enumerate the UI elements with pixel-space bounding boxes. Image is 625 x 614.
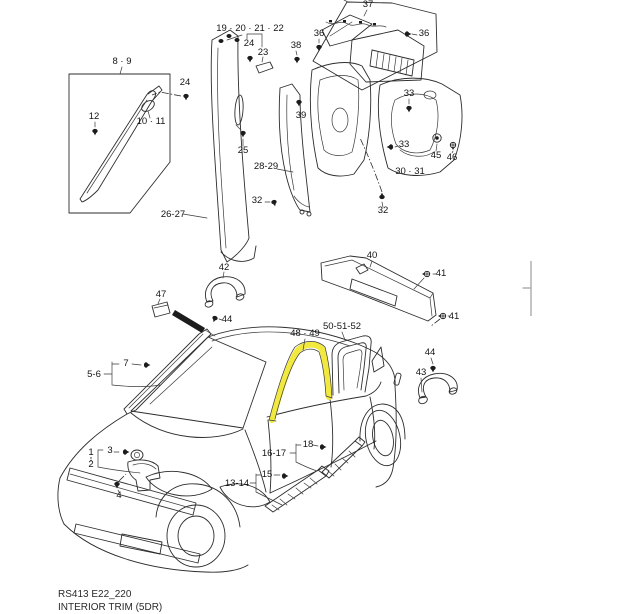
callout-8-9[interactable]: 8 · 9 — [112, 56, 131, 67]
callout-19-20-21-22[interactable]: 19 · 20 · 21 · 22 — [216, 23, 284, 34]
callout-38[interactable]: 38 — [291, 40, 302, 51]
drawing-code: RS413 E22_220 — [58, 589, 132, 600]
callout-26-27[interactable]: 26-27 — [161, 209, 185, 220]
callout-43[interactable]: 43 — [416, 367, 427, 378]
callout-40[interactable]: 40 — [367, 250, 378, 261]
clip-icon — [386, 144, 394, 150]
grab-handle-42 — [172, 271, 246, 337]
callout-36a[interactable]: 36 — [314, 28, 325, 39]
callout-16-17[interactable]: 16-17 — [262, 448, 286, 459]
callout-42[interactable]: 42 — [219, 262, 230, 273]
bpillar-upper-trim — [182, 29, 274, 263]
callout-12[interactable]: 12 — [89, 111, 100, 122]
bracket-13-14 — [249, 473, 289, 506]
screw-icon — [437, 312, 447, 320]
callout-15[interactable]: 15 — [262, 469, 273, 480]
callout-33b[interactable]: 33 — [399, 139, 410, 150]
callout-13-14[interactable]: 13-14 — [225, 478, 249, 489]
footer: RS413 E22_220 INTERIOR TRIM (5DR) — [58, 589, 162, 613]
front-sill-scuff — [264, 465, 330, 513]
cargo-trim-box — [312, 0, 438, 91]
callout-2[interactable]: 2 — [88, 459, 93, 470]
bpillar-lower-trim — [264, 50, 312, 217]
callout-32b[interactable]: 32 — [378, 205, 389, 216]
callout-41b[interactable]: 41 — [449, 311, 460, 322]
clip-icon — [379, 192, 385, 200]
scrollbar-marker[interactable] — [522, 261, 532, 316]
left-quarter-trim — [309, 62, 385, 208]
callout-37[interactable]: 37 — [363, 0, 374, 10]
callout-44b[interactable]: 44 — [425, 347, 436, 358]
screw-icon — [449, 141, 457, 151]
clip-icon — [281, 473, 289, 479]
screw-icon — [421, 270, 431, 278]
rear-sill-trim — [320, 255, 451, 327]
callout-32a[interactable]: 32 — [252, 195, 263, 206]
callout-33a[interactable]: 33 — [404, 88, 415, 99]
callout-3[interactable]: 3 — [107, 445, 112, 456]
callout-39[interactable]: 39 — [296, 110, 307, 121]
callout-41a[interactable]: 41 — [436, 268, 447, 279]
highlighted-part-48-49[interactable] — [268, 338, 333, 423]
callout-18[interactable]: 18 — [303, 439, 314, 450]
grab-handle-43 — [418, 357, 458, 405]
clip-icon — [210, 315, 219, 324]
callout-45[interactable]: 45 — [431, 150, 442, 161]
drawing-title: INTERIOR TRIM (5DR) — [58, 602, 162, 613]
callout-48-49[interactable]: 48 · 49 — [290, 328, 320, 339]
clip-icon — [247, 55, 253, 63]
callout-10-11[interactable]: 10 · 11 — [137, 116, 166, 127]
callout-23[interactable]: 23 — [258, 47, 269, 58]
callout-labels: 8 · 9 12 10 · 11 24 19 · 20 · 21 · 22 24… — [87, 0, 459, 501]
part-47 — [151, 298, 171, 318]
callout-24b[interactable]: 24 — [244, 38, 255, 49]
callout-30-31[interactable]: 30 · 31 — [395, 166, 425, 177]
callout-7[interactable]: 7 — [123, 358, 128, 369]
callout-1[interactable]: 1 — [88, 447, 93, 458]
callout-46[interactable]: 46 — [447, 152, 458, 163]
clip-icon — [183, 93, 189, 101]
bracket-5-6 — [103, 361, 161, 387]
clip-icon — [316, 44, 322, 52]
callout-25[interactable]: 25 — [238, 145, 249, 156]
callout-50-51-52[interactable]: 50-51-52 — [323, 321, 361, 332]
callout-24a[interactable]: 24 — [180, 77, 191, 88]
clip-icon — [404, 31, 412, 37]
apillar-trim-box — [68, 66, 189, 214]
clip-icon — [143, 362, 151, 368]
clip-icon — [122, 449, 130, 455]
clip-icon — [294, 56, 300, 64]
locator-arrow — [172, 310, 205, 333]
clip-icon — [270, 199, 278, 207]
right-quarter-trim — [378, 77, 463, 176]
callout-36b[interactable]: 36 — [419, 28, 430, 39]
clip-icon — [430, 365, 436, 373]
car-body — [57, 326, 406, 573]
clip-icon — [406, 105, 412, 113]
callout-44a[interactable]: 44 — [222, 314, 233, 325]
callout-4[interactable]: 4 — [116, 490, 121, 501]
clip-icon — [92, 128, 98, 136]
clip-icon — [296, 99, 302, 107]
footrest-part — [90, 449, 161, 493]
bracket-16-17 — [289, 443, 327, 472]
callout-5-6[interactable]: 5-6 — [87, 369, 101, 380]
clip-icon — [319, 444, 327, 450]
callout-47[interactable]: 47 — [156, 289, 167, 300]
rear-sill-scuff — [321, 436, 366, 479]
clip-icon — [114, 481, 120, 489]
rear-door-window-frame — [331, 331, 372, 396]
callout-28-29[interactable]: 28-29 — [254, 161, 278, 172]
